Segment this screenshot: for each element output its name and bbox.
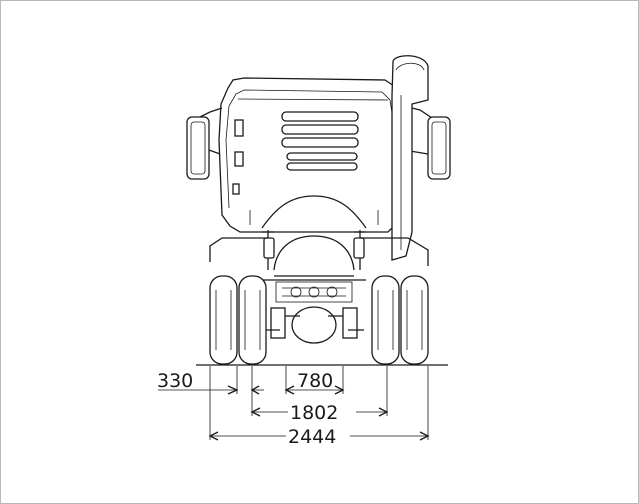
truck-cab xyxy=(218,77,407,233)
right-outer-wheel xyxy=(400,275,429,365)
dimension-1802-label: 1802 xyxy=(290,402,338,424)
left-outer-wheel xyxy=(209,275,238,365)
left-inner-wheel xyxy=(238,275,267,365)
dimension-lines xyxy=(158,366,430,441)
dimension-780-label: 780 xyxy=(297,370,333,392)
chassis-frame xyxy=(262,230,366,303)
differential xyxy=(264,306,364,344)
exhaust-stack xyxy=(391,55,429,261)
left-mirror xyxy=(186,107,223,180)
right-inner-wheel xyxy=(371,275,400,365)
dimension-2444-label: 2444 xyxy=(288,426,336,448)
dimension-330-label: 330 xyxy=(157,370,193,392)
